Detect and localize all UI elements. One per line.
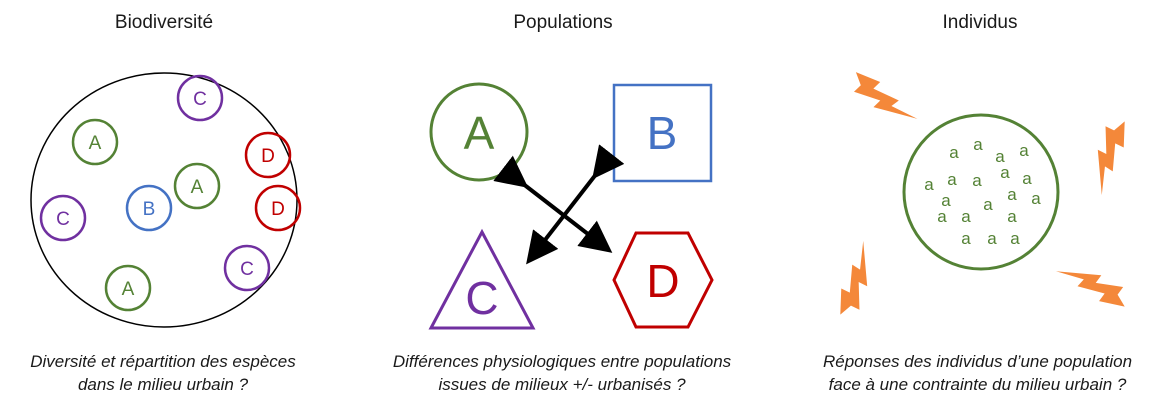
species-d-marker: D [244,131,292,179]
individual-label: a [983,195,993,214]
individual-label: a [1019,141,1029,160]
individual-label: a [947,170,957,189]
individual-label: a [961,207,971,226]
species-d-label: D [261,146,275,167]
caption-individuals-line-1: Réponses des individus d’une population [822,352,1133,371]
species-c-label: C [193,89,207,110]
species-a-marker: A [173,162,221,210]
title-biodiversity: Biodiversité [114,12,214,33]
population-circle [902,113,1060,271]
urban-environment-ellipse [30,72,298,328]
species-b-circle [125,184,173,232]
species-d-label: D [271,199,285,220]
population-b-label: B [647,107,678,159]
species-b-marker: B [125,184,173,232]
lightning-icon [853,72,918,119]
individual-label: a [941,191,951,210]
population-a-circle [429,82,529,182]
species-d-marker: D [254,184,302,232]
species-a-circle [104,264,152,312]
individual-label: a [995,147,1005,166]
lightning-icon [1097,121,1125,196]
caption-populations-line-1: Différences physiologiques entre populat… [392,352,732,371]
individual-label: a [1031,189,1041,208]
species-c-marker: C [39,194,87,242]
species-c-circle [176,74,224,122]
population-d-label: D [646,255,679,307]
individual-label: a [1007,207,1017,226]
individual-label: a [1010,229,1020,248]
population-a-label: A [464,107,495,159]
biodiversity-panel: C A D A B D C C A [30,72,302,328]
species-c-marker: C [176,74,224,122]
populations-panel: A B C D [428,82,714,330]
individual-label: a [1000,163,1010,182]
species-a-label: A [191,177,204,198]
species-d-circle [244,131,292,179]
caption-populations-line-2: issues de milieux +/- urbanisés ? [438,375,686,394]
individual-label: a [949,143,959,162]
species-a-label: A [122,279,135,300]
species-c-label: C [56,209,70,230]
population-d-hexagon [612,231,714,329]
species-c-label: C [240,259,254,280]
arrow-b-c [526,144,625,265]
title-populations: Populations [513,12,613,33]
species-b-label: B [143,199,156,220]
species-c-marker: C [223,244,271,292]
population-b-square [612,83,713,183]
individual-label: a [924,175,934,194]
individual-label: a [973,135,983,154]
caption-biodiversity-line-2: dans le milieu urbain ? [77,375,249,394]
individual-label: a [972,171,982,190]
caption-biodiversity: Diversité et répartition des espèces dan… [8,350,318,396]
individual-label: a [1022,169,1032,188]
species-a-circle [71,118,119,166]
population-c-triangle [428,228,536,330]
species-c-circle [39,194,87,242]
individual-label: a [961,229,971,248]
population-c-label: C [465,272,498,324]
species-a-marker: A [71,118,119,166]
caption-individuals: Réponses des individus d’une population … [795,350,1160,396]
caption-individuals-line-2: face à une contrainte du milieu urbain ? [828,375,1127,394]
individual-label: a [987,229,997,248]
species-d-circle [254,184,302,232]
species-a-label: A [89,133,102,154]
species-c-circle [223,244,271,292]
lightning-icon [840,240,868,315]
caption-biodiversity-line-1: Diversité et répartition des espèces [30,352,296,371]
individual-label: a [1007,185,1017,204]
caption-populations: Différences physiologiques entre populat… [362,350,762,396]
species-a-circle [173,162,221,210]
species-a-marker: A [104,264,152,312]
individual-label: a [937,207,947,226]
title-individuals: Individus [942,12,1018,33]
lightning-icon [1055,271,1125,307]
